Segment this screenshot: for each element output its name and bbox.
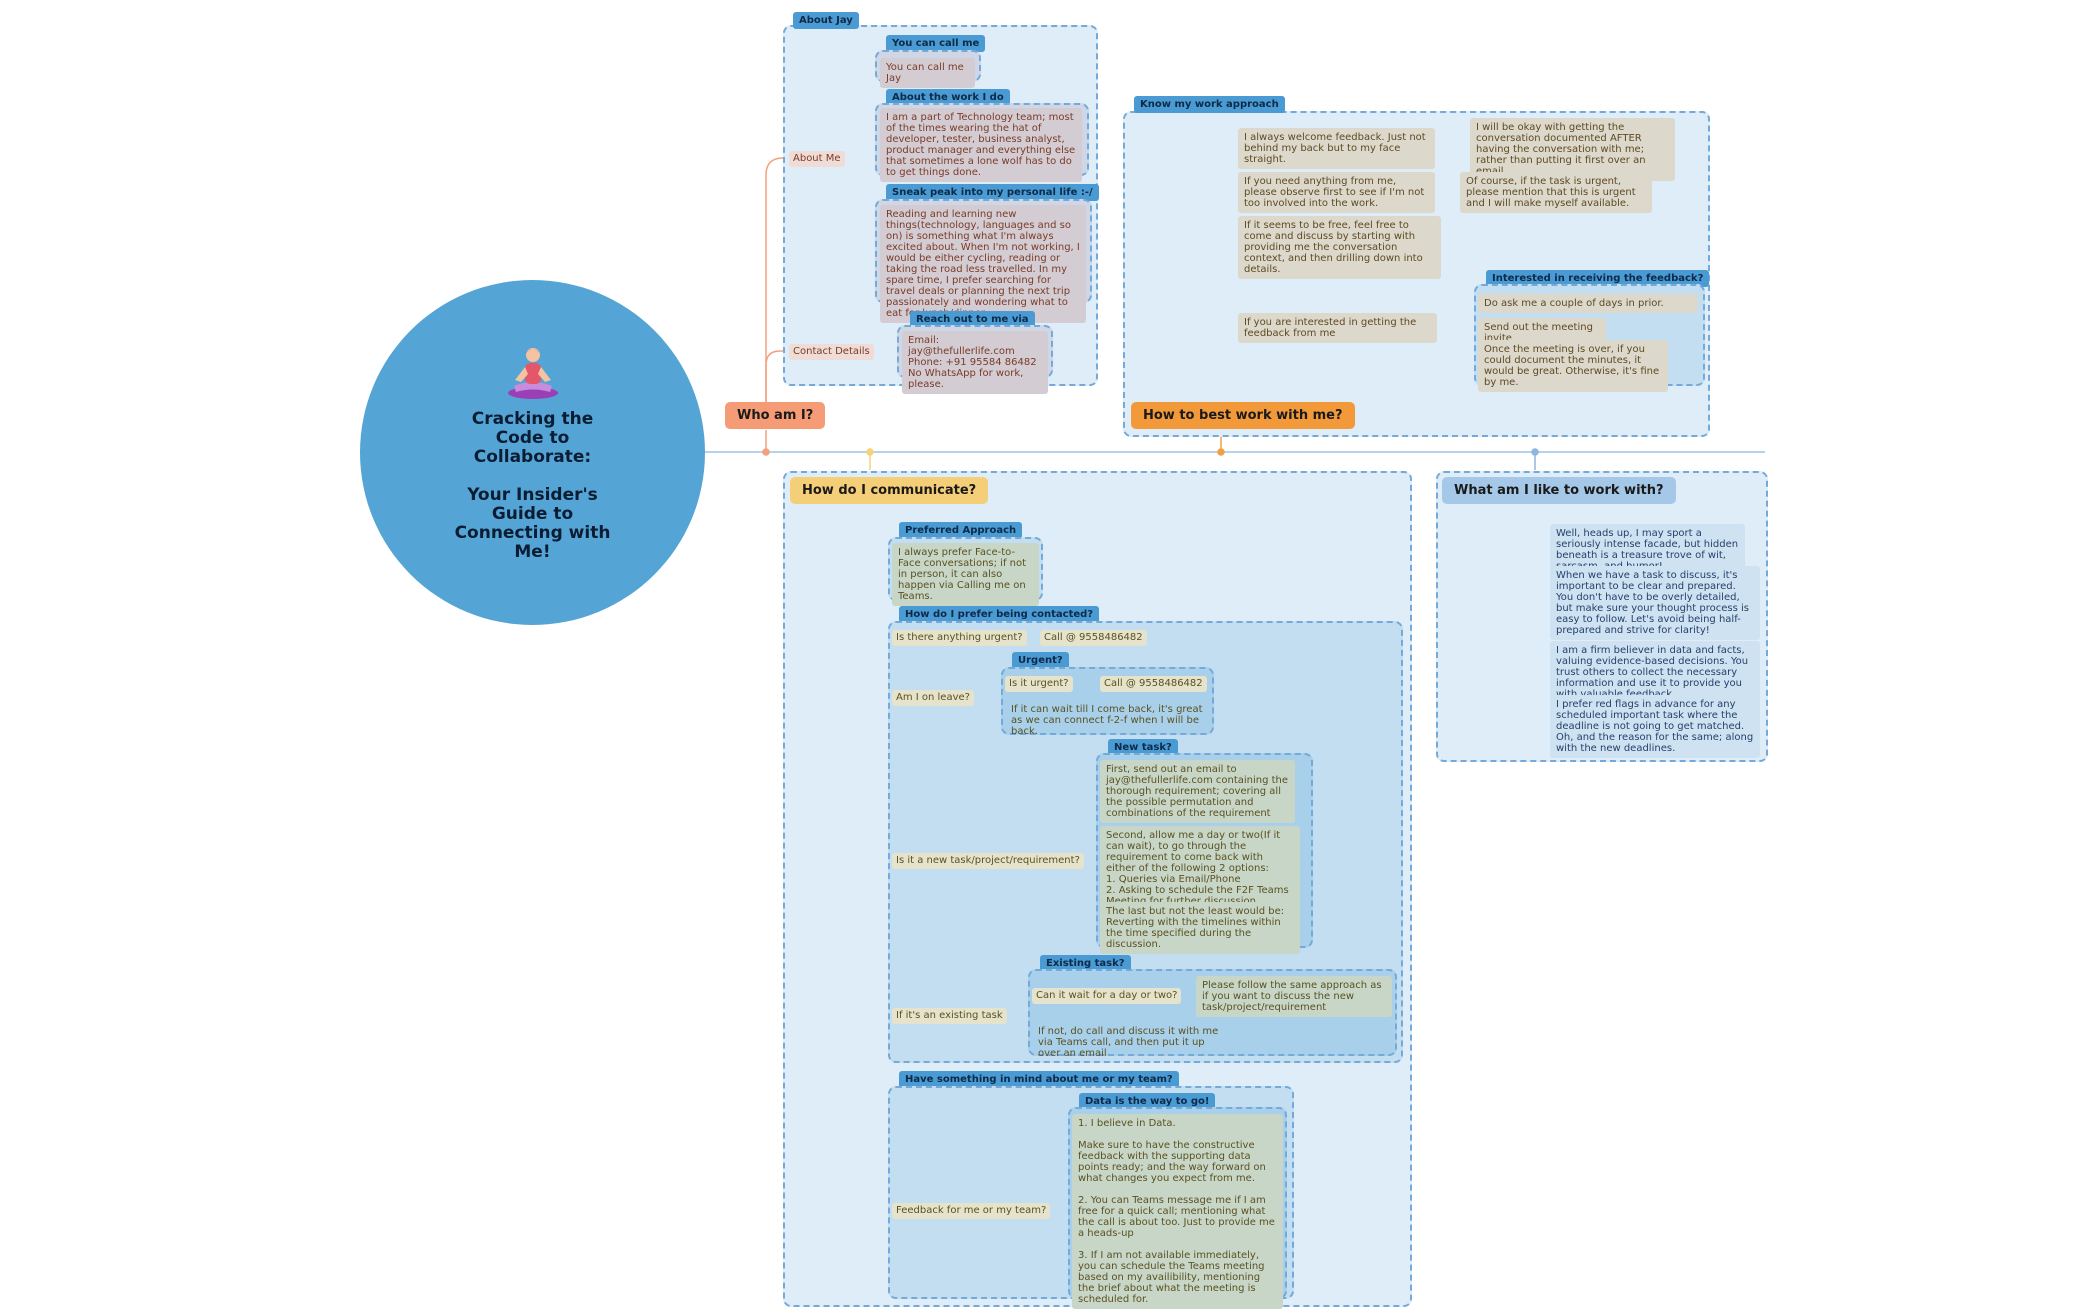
- central-topic[interactable]: Cracking the Code to Collaborate: Your I…: [360, 280, 705, 625]
- new-task-item[interactable]: Second, allow me a day or two(If it can …: [1100, 826, 1300, 911]
- work-node[interactable]: I am a part of Technology team; most of …: [880, 108, 1082, 182]
- mind-tag: Have something in mind about me or my te…: [899, 1071, 1179, 1088]
- data-node[interactable]: 1. I believe in Data. Make sure to have …: [1072, 1114, 1283, 1309]
- call-node[interactable]: Call @ 9558486482: [1040, 630, 1147, 646]
- who-am-i-topic[interactable]: Who am I?: [725, 402, 826, 429]
- work-with-me-topic[interactable]: How to best work with me?: [1131, 402, 1355, 429]
- leave-question[interactable]: Am I on leave?: [892, 690, 974, 706]
- about-jay-tag: About Jay: [793, 12, 859, 29]
- like-item[interactable]: When we have a task to discuss, it's imp…: [1550, 566, 1760, 640]
- reach-tag: Reach out to me via: [910, 311, 1035, 328]
- reach-node[interactable]: Email: jay@thefullerlife.com Phone: +91 …: [902, 331, 1048, 394]
- wait-yes-node[interactable]: Please follow the same approach as if yo…: [1196, 976, 1392, 1017]
- pref-tag: Preferred Approach: [899, 522, 1023, 539]
- like-topic[interactable]: What am I like to work with?: [1442, 477, 1676, 504]
- communicate-topic[interactable]: How do I communicate?: [790, 477, 989, 504]
- is-urgent-node[interactable]: Is it urgent?: [1005, 676, 1073, 692]
- call-node[interactable]: Call @ 9558486482: [1100, 676, 1207, 692]
- sneak-tag: Sneak peak into my personal life :-/: [886, 184, 1099, 201]
- urgent-tag: Urgent?: [1012, 652, 1069, 669]
- contact-details-label[interactable]: Contact Details: [789, 344, 874, 360]
- fb-item[interactable]: Once the meeting is over, if you could d…: [1478, 340, 1668, 392]
- new-task-item[interactable]: The last but not the least would be: Rev…: [1100, 902, 1300, 954]
- fb-item[interactable]: Do ask me a couple of days in prior.: [1478, 294, 1698, 313]
- existing-task-question[interactable]: If it's an existing task: [892, 1008, 1007, 1024]
- free-node[interactable]: If it seems to be free, feel free to com…: [1238, 216, 1441, 279]
- work-approach-tag: Know my work approach: [1134, 96, 1285, 113]
- wait-question[interactable]: Can it wait for a day or two?: [1032, 988, 1182, 1004]
- need-note-node[interactable]: Of course, if the task is urgent, please…: [1460, 172, 1652, 213]
- need-node[interactable]: If you need anything from me, please obs…: [1238, 172, 1435, 213]
- call-me-tag: You can call me: [886, 35, 986, 52]
- urgent-question[interactable]: Is there anything urgent?: [892, 630, 1027, 646]
- central-topic-title: Cracking the Code to Collaborate: Your I…: [454, 408, 611, 562]
- call-me-node[interactable]: You can call me Jay: [880, 58, 975, 88]
- existing-task-tag: Existing task?: [1040, 955, 1131, 972]
- like-item[interactable]: I prefer red flags in advance for any sc…: [1550, 695, 1760, 758]
- meditating-person-icon: [507, 347, 558, 399]
- work-tag: About the work I do: [886, 89, 1010, 106]
- like-item[interactable]: I am a firm believer in data and facts, …: [1550, 641, 1760, 704]
- contact-tag: How do I prefer being contacted?: [899, 606, 1100, 623]
- new-task-tag: New task?: [1108, 739, 1178, 756]
- about-me-label[interactable]: About Me: [789, 151, 845, 167]
- feedback-node[interactable]: I always welcome feedback. Just not behi…: [1238, 128, 1435, 169]
- interested-node[interactable]: If you are interested in getting the fee…: [1238, 313, 1437, 343]
- wait-note-node[interactable]: If it can wait till I come back, it's gr…: [1011, 704, 1203, 737]
- new-task-question[interactable]: Is it a new task/project/requirement?: [892, 853, 1084, 869]
- sneak-node[interactable]: Reading and learning new things(technolo…: [880, 205, 1086, 323]
- fb-tag: Interested in receiving the feedback?: [1486, 270, 1710, 287]
- feedback-note-node[interactable]: I will be okay with getting the conversa…: [1470, 118, 1675, 181]
- pref-node[interactable]: I always prefer Face-to-Face conversatio…: [892, 543, 1039, 606]
- new-task-item[interactable]: First, send out an email to jay@thefulle…: [1100, 760, 1295, 823]
- feedback-question[interactable]: Feedback for me or my team?: [892, 1203, 1051, 1219]
- data-tag: Data is the way to go!: [1079, 1093, 1216, 1110]
- wait-no-node[interactable]: If not, do call and discuss it with me v…: [1038, 1026, 1219, 1059]
